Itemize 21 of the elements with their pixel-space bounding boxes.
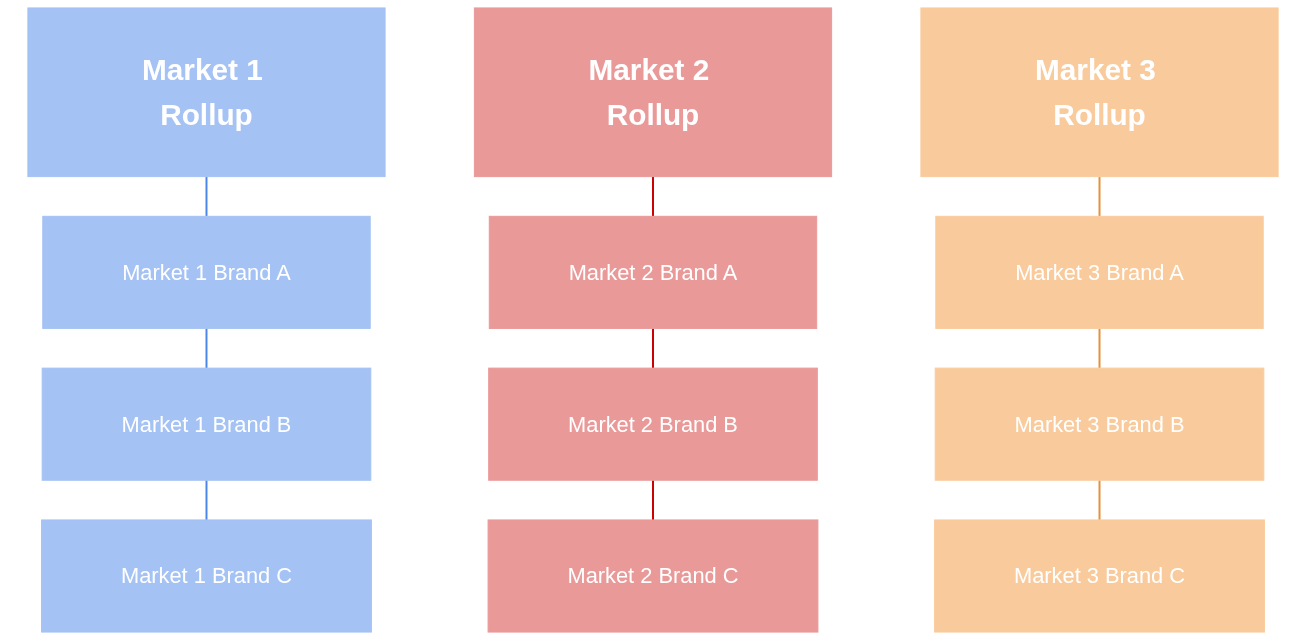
connector [1098,327,1101,370]
connector [652,327,654,370]
connector [205,479,208,521]
node-box: Market 3 Rollup [920,7,1279,178]
node-box: Market 1 Rollup [27,7,386,178]
connector [205,327,208,370]
node-box: Market 2 Brand B [488,367,818,481]
node-box: Market 1 Brand C [41,519,372,633]
connector [1098,479,1101,521]
node-box: Market 2 Rollup [473,7,833,178]
node-box: Market 3 Brand B [934,367,1265,481]
node-box: Market 3 Brand C [934,519,1265,633]
node-box: Market 2 Brand A [488,215,818,329]
connector [1098,175,1101,218]
node-box: Market 3 Brand A [935,215,1264,329]
connector [205,175,208,218]
connector [652,479,654,521]
node-box: Market 1 Brand B [41,367,372,481]
node-box: Market 2 Brand C [487,519,819,633]
node-box: Market 1 Brand A [42,215,371,329]
connector [652,175,654,218]
